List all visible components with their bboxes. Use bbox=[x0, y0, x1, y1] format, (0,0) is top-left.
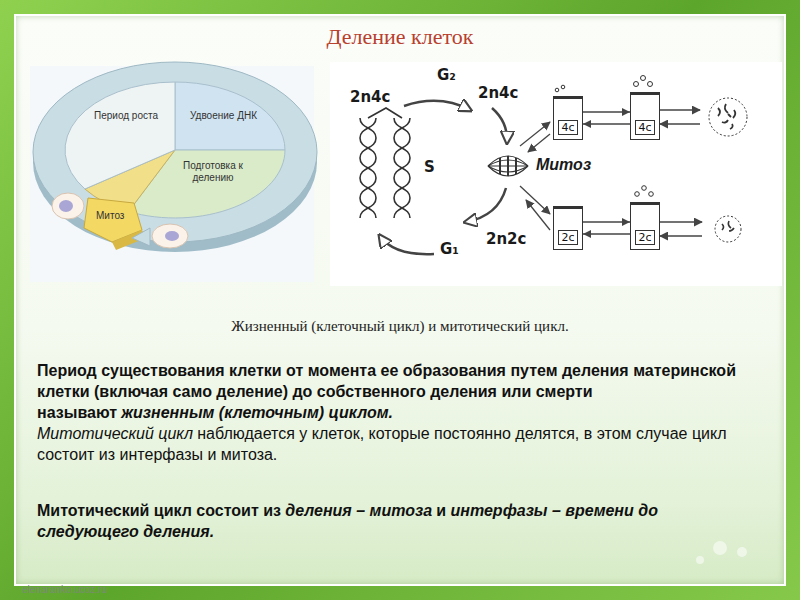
watermark: elenaranko.ucoz.ru bbox=[22, 584, 107, 595]
bubble-drops bbox=[634, 82, 639, 87]
dna-helix bbox=[360, 118, 376, 218]
box-text: 4c bbox=[635, 120, 654, 135]
cell-picture bbox=[152, 224, 188, 248]
cell-picture bbox=[709, 98, 747, 242]
dna-helix bbox=[360, 108, 410, 218]
sector-label: Митоз bbox=[96, 210, 124, 221]
dna-helix bbox=[368, 108, 402, 118]
connector-arrow bbox=[583, 111, 630, 112]
sector-label: Подготовка к делению bbox=[180, 160, 246, 184]
pointer-arrow bbox=[520, 122, 550, 146]
pointer-arrow bbox=[660, 235, 702, 236]
body-text: и bbox=[436, 502, 446, 519]
pointer-arrow bbox=[660, 123, 700, 124]
bubble-drops bbox=[635, 192, 640, 197]
connector-arrow bbox=[583, 221, 630, 222]
flask-box: 2c bbox=[553, 206, 583, 250]
formula-label: 2n4c bbox=[478, 84, 518, 102]
term-text: деления – митоза bbox=[285, 502, 432, 519]
bubble-drops bbox=[561, 85, 565, 89]
leaf-decor bbox=[713, 541, 727, 555]
cell-picture bbox=[52, 193, 188, 248]
paragraph: Митотический цикл состоит изделения – ми… bbox=[37, 500, 727, 542]
connector-arrow bbox=[583, 123, 630, 124]
figure-caption: Жизненный (клеточный цикл) и митотически… bbox=[140, 318, 660, 335]
cycle-arrow bbox=[466, 188, 506, 222]
bubble-drops bbox=[648, 82, 653, 87]
formula-label: 2n4c bbox=[350, 88, 390, 106]
phase-label: Митоз bbox=[536, 156, 591, 174]
dna-helix bbox=[360, 118, 376, 218]
box-text: 2c bbox=[558, 230, 577, 245]
cycle-arrow bbox=[492, 108, 507, 142]
pointer-arrow bbox=[520, 186, 550, 214]
sector-label: Удвоение ДНК bbox=[190, 110, 257, 121]
box-text: 4c bbox=[558, 120, 577, 135]
bubble-drops bbox=[555, 88, 559, 92]
leaf-decor bbox=[696, 556, 704, 564]
sector-label: Период роста bbox=[94, 110, 158, 121]
body-text: Митотический цикл состоит из bbox=[37, 502, 281, 519]
cycle-pie bbox=[175, 82, 285, 150]
slide-title: Деление клеток bbox=[200, 24, 600, 50]
cycle-arrow bbox=[380, 236, 434, 254]
flask-box: 2c bbox=[630, 202, 660, 250]
pointer-arrow bbox=[660, 221, 702, 222]
leaf-decor bbox=[696, 541, 747, 564]
cell-picture bbox=[165, 231, 179, 241]
paragraph: Период существования клетки от момента е… bbox=[37, 360, 759, 423]
spindle-symbol bbox=[488, 156, 528, 176]
cell-picture bbox=[52, 193, 84, 219]
term-text: жизненным (клеточным) циклом. bbox=[121, 404, 393, 421]
cell-picture bbox=[722, 221, 734, 231]
cycle-arrow bbox=[404, 101, 470, 110]
phase-label: G₁ bbox=[440, 240, 459, 258]
cell-picture bbox=[709, 98, 747, 136]
pointer-arrow bbox=[520, 110, 702, 236]
phase-label: S bbox=[424, 158, 435, 176]
cycle-pie bbox=[65, 82, 175, 189]
cycle-ground bbox=[330, 62, 782, 286]
leaf-decor bbox=[737, 547, 747, 557]
flask-box: 4c bbox=[553, 96, 583, 140]
flask-box: 4c bbox=[630, 92, 660, 140]
pointer-arrow bbox=[526, 200, 550, 230]
dna-helix bbox=[394, 118, 410, 218]
box-text: 2c bbox=[635, 230, 654, 245]
spindle-symbol bbox=[500, 156, 516, 176]
bubble-drops bbox=[641, 76, 646, 81]
cell-picture bbox=[59, 200, 73, 212]
cell-picture bbox=[715, 216, 741, 242]
cycle-pie bbox=[132, 228, 150, 246]
dna-helix bbox=[394, 118, 410, 218]
bubble-drops bbox=[642, 186, 647, 191]
connector-arrow bbox=[583, 233, 630, 234]
cycle-pie bbox=[33, 62, 317, 252]
cycle-pie bbox=[33, 62, 317, 242]
bubble-drops bbox=[649, 192, 654, 197]
paragraph: Митотический циклнаблюдается у клеток, к… bbox=[37, 423, 759, 465]
term-text: Митотический цикл bbox=[37, 425, 193, 442]
pointer-arrow bbox=[660, 109, 700, 110]
cell-picture bbox=[718, 104, 735, 129]
formula-label: 2n2c bbox=[486, 230, 526, 248]
text-block: Период существования клетки от момента е… bbox=[37, 360, 759, 465]
pointer-arrow bbox=[528, 134, 550, 152]
phase-label: G₂ bbox=[437, 66, 456, 84]
